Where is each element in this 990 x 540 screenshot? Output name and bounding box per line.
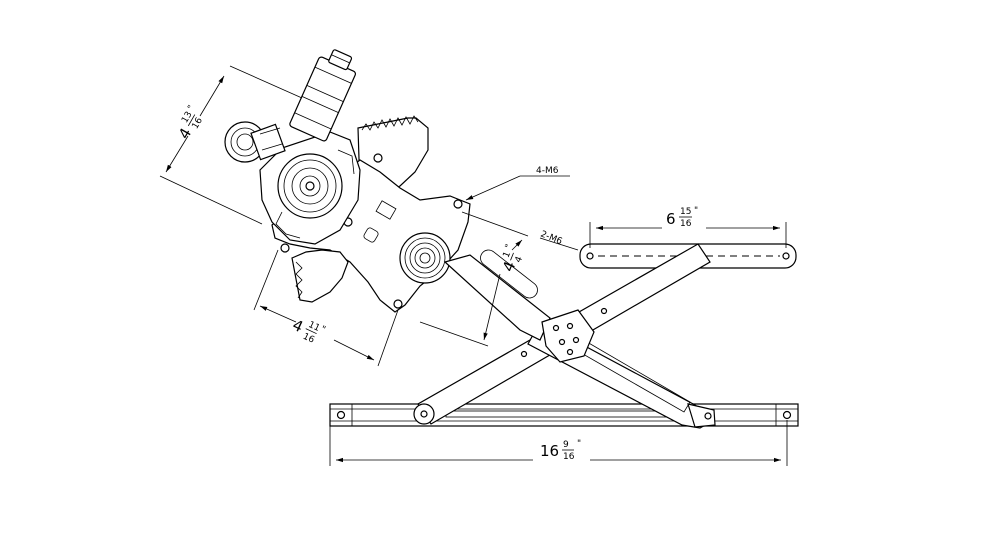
- dim-bracket-unit: ": [694, 206, 698, 216]
- dim-motor-unit: ": [186, 104, 197, 113]
- dim-plate-width-unit: ": [319, 325, 327, 336]
- plate-bolt-hole: [453, 199, 463, 209]
- dim-bracket-den: 16: [680, 219, 692, 229]
- dim-overall-whole: 16: [540, 442, 559, 460]
- motor-assembly: [224, 49, 361, 245]
- callout-motor-bolts: 4-M6: [465, 166, 570, 201]
- dim-overall-length: 16 9 16 ": [329, 404, 788, 466]
- callout-bracket-bolts: 2-M6: [539, 230, 579, 251]
- dim-overall-num: 9: [563, 440, 569, 450]
- dim-bracket-whole: 6: [666, 210, 676, 228]
- dim-plate-width-whole: 4: [290, 316, 306, 336]
- rail-left-hole: [336, 410, 346, 420]
- spring-drum: [399, 232, 451, 284]
- dim-bracket-length: 6 15 16 ": [589, 206, 787, 248]
- rail-right-hole: [782, 410, 792, 420]
- dim-bracket-num: 15: [680, 207, 691, 217]
- bracket-left-hole: [586, 252, 594, 260]
- bracket-right-hole: [782, 252, 790, 260]
- dim-plate-height-unit: ": [504, 243, 515, 251]
- callout-motor-bolts-label: 4-M6: [536, 166, 559, 176]
- dim-plate-height-den: 4: [514, 255, 526, 264]
- dim-plate-width-den: 16: [301, 332, 316, 346]
- bottom-rail: [329, 403, 799, 427]
- dim-overall-den: 16: [563, 452, 575, 462]
- callout-bracket-bolts-label: 2-M6: [539, 230, 564, 248]
- dim-plate-height-num: 1: [502, 250, 513, 259]
- dim-overall-unit: ": [577, 439, 581, 449]
